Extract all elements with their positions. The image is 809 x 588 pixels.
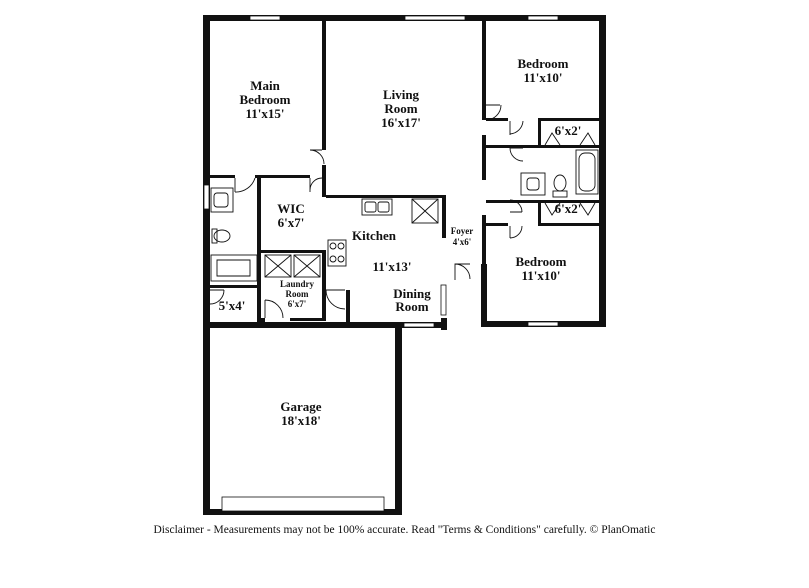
wic-size: 6'x7' xyxy=(278,215,305,230)
laundry-name-1: Laundry xyxy=(280,279,315,289)
bedroom-bottom-size: 11'x10' xyxy=(521,268,560,283)
windows xyxy=(203,15,559,512)
main-bedroom-size: 11'x15' xyxy=(245,106,284,121)
half-bath-size: 5'x4' xyxy=(219,298,246,313)
closet-top-size: 6'x2' xyxy=(555,123,582,138)
laundry-name-2: Room xyxy=(286,289,309,299)
living-room-name-1: Living xyxy=(383,87,420,102)
closet-bottom-size: 6'x2' xyxy=(555,201,582,216)
garage-size: 18'x18' xyxy=(281,413,321,428)
interior-walls xyxy=(210,20,599,328)
wic-name: WIC xyxy=(277,201,304,216)
bedroom-bottom-name: Bedroom xyxy=(515,254,566,269)
dining-name-1: Dining xyxy=(393,286,431,301)
living-room-name-2: Room xyxy=(384,101,417,116)
main-bedroom-name-1: Main xyxy=(250,78,280,93)
bedroom-top-size: 11'x10' xyxy=(523,70,562,85)
living-room-size: 16'x17' xyxy=(381,115,421,130)
kitchen-name: Kitchen xyxy=(352,228,397,243)
garage-name: Garage xyxy=(280,399,321,414)
kitchen-size: 11'x13' xyxy=(372,259,411,274)
room-labels: Main Bedroom 11'x15' Living Room 16'x17'… xyxy=(219,56,582,428)
doors xyxy=(209,104,524,319)
fixtures xyxy=(210,149,599,282)
laundry-size: 6'x7' xyxy=(288,299,307,309)
foyer-name: Foyer xyxy=(451,226,474,236)
closet-doors xyxy=(544,132,596,216)
main-bedroom-name-2: Bedroom xyxy=(239,92,290,107)
disclaimer-text: Disclaimer - Measurements may not be 100… xyxy=(153,524,656,536)
dining-name-2: Room xyxy=(395,299,428,314)
foyer-size: 4'x6' xyxy=(453,237,472,247)
bedroom-top-name: Bedroom xyxy=(517,56,568,71)
